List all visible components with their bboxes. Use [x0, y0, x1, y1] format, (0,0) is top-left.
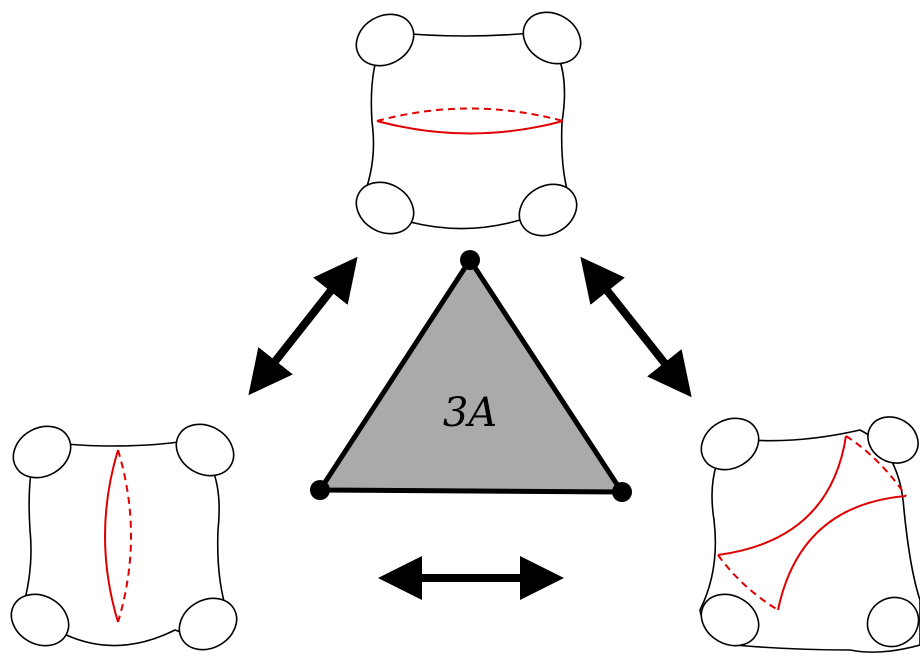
- surface-top: [355, 11, 582, 237]
- surface-right-hole-tr: [867, 416, 919, 464]
- surface-left-hole-bl: [10, 593, 70, 647]
- surface-right-curve-lower: [777, 495, 907, 611]
- triangle-vertex-top: [460, 250, 480, 270]
- surface-right-hole-bl: [700, 593, 760, 647]
- triangle-label: 3A: [443, 390, 497, 436]
- surface-left-hole-tl: [12, 425, 72, 479]
- surface-right-curve-upper-back: [845, 435, 907, 497]
- central-triangle: 3A: [310, 250, 632, 502]
- surface-right-hole-br: [866, 596, 920, 648]
- surface-left-curve-front: [104, 449, 119, 623]
- surface-right-curve-lower-back: [717, 554, 779, 611]
- surface-right-curve-upper: [717, 435, 847, 556]
- top-left-double-arrow: [248, 256, 358, 396]
- surface-top-hole-br: [518, 183, 578, 237]
- triangle-face: [317, 257, 625, 495]
- surface-left-curve-back: [117, 449, 132, 623]
- surface-left: [10, 423, 238, 651]
- surface-top-hole-tl: [355, 13, 415, 67]
- surface-top-hole-tr: [522, 11, 582, 65]
- triangle-vertex-right: [612, 482, 632, 502]
- surface-right-hole-tl: [700, 417, 760, 471]
- surface-top-hole-bl: [355, 181, 415, 235]
- surface-right: [699, 416, 920, 653]
- triangle-vertex-left: [310, 480, 330, 500]
- top-right-double-arrow: [580, 256, 692, 398]
- surface-top-curve-front: [376, 120, 564, 135]
- surface-left-hole-tr: [175, 423, 235, 477]
- surface-left-hole-br: [178, 597, 238, 651]
